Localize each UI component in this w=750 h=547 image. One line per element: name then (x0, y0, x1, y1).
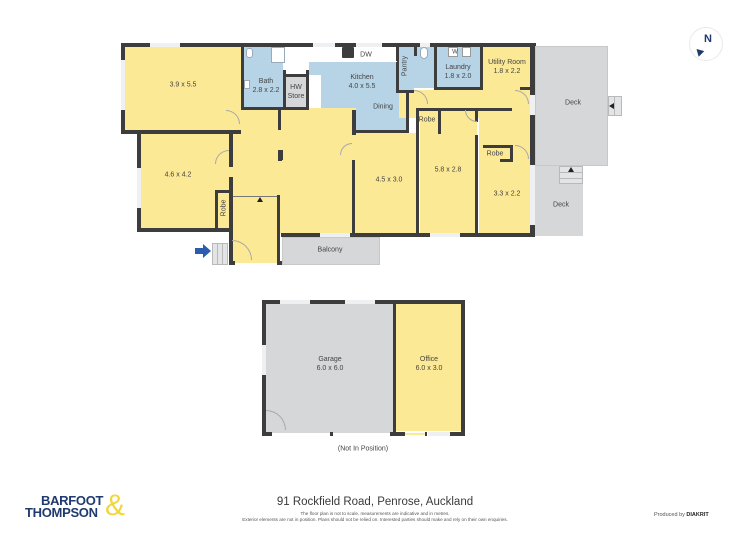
robe-2-label: Robe (486, 150, 504, 158)
producer-credit: Produced by DIAKRIT (654, 512, 709, 518)
office (395, 304, 462, 431)
deck-stairs-east (608, 96, 622, 116)
robe-1-label: Robe (418, 116, 436, 124)
washer-label: W (452, 49, 458, 56)
bedroom-1 (125, 46, 241, 132)
bedroom-4-label: 5.8 x 2.8 (434, 166, 462, 174)
robe-3-label: Robe (220, 199, 228, 217)
laundry-sink-icon (420, 47, 428, 59)
deck-1 (535, 46, 608, 166)
bedroom-1-label: 3.9 x 5.5 (169, 81, 197, 89)
utility-room (482, 46, 530, 91)
stair-arrow-icon (609, 103, 614, 109)
dw-label: DW (360, 51, 372, 59)
bedroom-2 (140, 132, 232, 228)
column (278, 150, 283, 160)
compass-n-label: N (704, 33, 712, 45)
laundry-area (414, 46, 434, 88)
not-in-position-note: (Not In Position) (337, 445, 389, 453)
hw-store (286, 76, 306, 108)
bedroom-3 (356, 133, 418, 233)
sink-icon (462, 47, 471, 57)
brand-ampersand: & (105, 489, 126, 522)
kitchen-island (309, 75, 321, 108)
bedroom-5 (479, 110, 530, 233)
pantry-label: Pantry (401, 55, 409, 77)
bedroom-2-label: 4.6 x 4.2 (164, 171, 192, 179)
pantry (396, 46, 414, 92)
compass (689, 27, 723, 61)
balcony (282, 237, 380, 265)
address-title: 91 Rockfield Road, Penrose, Auckland (276, 496, 474, 508)
entry-arrow-icon (195, 248, 203, 254)
stair-arrow-icon (568, 167, 574, 172)
entry-marker-icon (257, 197, 263, 202)
shower-icon (271, 47, 285, 63)
bedroom-3-label: 4.5 x 3.0 (375, 176, 403, 184)
laundry (436, 46, 480, 88)
entry-stairs (212, 243, 228, 265)
garage (265, 302, 395, 433)
brand-logo: BARFOOT THOMPSON & (25, 489, 135, 522)
deck-1-label: Deck (565, 99, 581, 107)
producer-name: DIAKRIT (686, 512, 709, 518)
brand-line-2: THOMPSON (25, 505, 98, 520)
bedroom-5-label: 3.3 x 2.2 (493, 190, 521, 198)
deck-2-label: Deck (553, 201, 569, 209)
vanity-icon (244, 80, 250, 89)
bedroom-4 (420, 110, 477, 233)
toilet-icon (246, 48, 253, 58)
kitchen-bench (309, 61, 397, 62)
disclaimer-line-1: The floor plan is not to scale, measurem… (300, 511, 450, 516)
deck-stairs-south (559, 166, 583, 184)
cooktop-icon (342, 47, 354, 58)
washer-icon (448, 47, 458, 57)
brand-line-1: BARFOOT (41, 493, 104, 508)
balcony-label: Balcony (317, 246, 343, 254)
disclaimer-line-2: Exterior elements are not in position. P… (242, 517, 508, 522)
dining-label: Dining (373, 103, 393, 111)
